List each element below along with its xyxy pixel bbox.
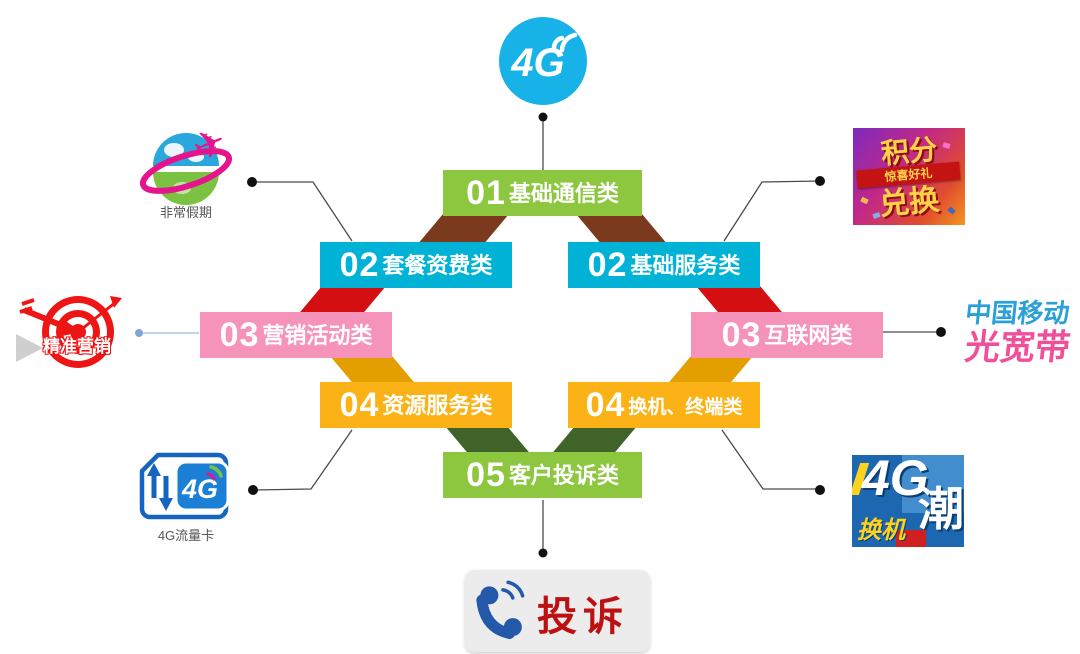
precision-marketing-target-icon bbox=[16, 290, 128, 391]
ribbon-03-internet: 03 互联网类 bbox=[691, 312, 883, 358]
complaint-label: 投诉 bbox=[537, 594, 629, 639]
swapwave-panel bbox=[902, 455, 964, 513]
ribbon-number: 03 bbox=[721, 316, 762, 354]
broadband-line2: 光宽带 bbox=[962, 328, 1073, 367]
ribbon-02-basic-service: 02 基础服务类 bbox=[568, 242, 760, 288]
ribbon-number: 04 bbox=[339, 386, 380, 424]
ribbon-02-plan-fees: 02 套餐资费类 bbox=[320, 242, 512, 288]
4g-swap-wave-image: 4G 潮 换机 bbox=[852, 455, 964, 547]
sim-caption: 4G流量卡 bbox=[157, 528, 215, 543]
signal-waves-icon bbox=[551, 32, 578, 53]
precision-marketing-label: 精准营销 bbox=[43, 337, 111, 356]
broadband-line1: 中国移动 bbox=[963, 298, 1072, 328]
ribbon-label: 基础服务类 bbox=[630, 253, 741, 278]
ribbon-03-marketing: 03 营销活动类 bbox=[200, 312, 392, 358]
phone-handset-icon bbox=[476, 580, 525, 639]
ribbon-04-terminals: 04 换机、终端类 bbox=[568, 382, 760, 428]
ribbon-number: 03 bbox=[219, 316, 260, 354]
holiday-caption: 非常假期 bbox=[159, 205, 212, 220]
swapwave-4g: 4G bbox=[862, 455, 929, 506]
china-mobile-broadband-logo: 中国移动 光宽带 bbox=[955, 298, 1080, 376]
points-redeem-promo-image: 积分 惊喜好礼 兑换 bbox=[853, 128, 965, 225]
complaint-box: 投诉 bbox=[465, 570, 650, 652]
ribbon-number: 04 bbox=[585, 386, 626, 424]
blue-dot bbox=[135, 329, 143, 337]
ribbon-05-complaints: 05 客户投诉类 bbox=[443, 452, 642, 498]
ribbon-label: 基础通信类 bbox=[508, 181, 619, 206]
ribbon-number: 01 bbox=[466, 174, 506, 212]
ribbon-number: 05 bbox=[466, 456, 506, 494]
svg-text:4G: 4G bbox=[181, 474, 218, 504]
4g-logo-icon: 4G bbox=[499, 17, 587, 105]
promo-line2: 兑换 bbox=[877, 183, 941, 222]
swapwave-chao: 潮 bbox=[918, 483, 964, 535]
4g-data-sim-icon: 4G bbox=[138, 450, 234, 529]
ribbon-label: 套餐资费类 bbox=[382, 253, 493, 278]
ribbon-label: 互联网类 bbox=[764, 323, 853, 348]
holiday-globe-icon: ✈ bbox=[136, 120, 236, 221]
ribbon-number: 02 bbox=[587, 246, 628, 284]
ribbon-number: 02 bbox=[339, 246, 380, 284]
ribbon-01-basic-telecom: 01 基础通信类 bbox=[443, 170, 642, 216]
swapwave-red-accent bbox=[896, 530, 926, 547]
ribbon-label: 换机、终端类 bbox=[628, 397, 743, 418]
ribbon-label: 资源服务类 bbox=[382, 393, 493, 418]
swapwave-huanji: 换机 bbox=[857, 517, 905, 544]
ribbon-04-resources: 04 资源服务类 bbox=[320, 382, 512, 428]
ribbon-label: 营销活动类 bbox=[262, 323, 373, 348]
ribbon-label: 客户投诉类 bbox=[508, 463, 619, 488]
